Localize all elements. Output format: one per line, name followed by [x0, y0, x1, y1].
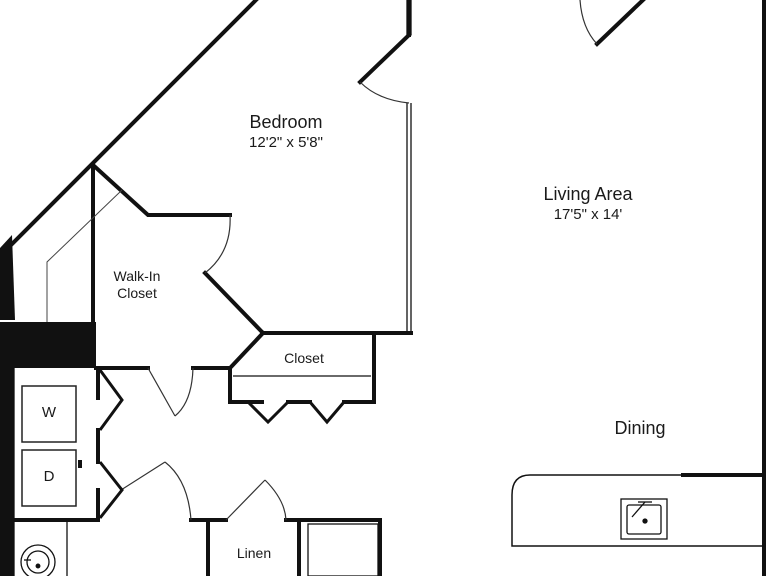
bifold-doors	[98, 369, 346, 519]
bathroom-sink-icon	[20, 544, 56, 576]
washer-box	[21, 385, 77, 443]
walkin-closet-label: Walk-In Closet	[92, 268, 182, 302]
dryer-vent	[78, 460, 82, 468]
wall-mass-strip	[0, 368, 14, 576]
washer-label: W	[41, 404, 57, 421]
linen-label: Linen	[236, 545, 272, 561]
bedroom-label: Bedroom 12'2" x 5'8"	[226, 112, 346, 152]
wall-mass-block	[0, 322, 96, 368]
kitchen-counter	[511, 474, 764, 547]
thin-walls	[13, 0, 412, 576]
walkin-shelf-line	[46, 189, 123, 322]
bedroom-size: 12'2" x 5'8"	[249, 133, 323, 151]
living-area-label: Living Area 17'5" x 14'	[518, 184, 658, 224]
dryer-label: D	[43, 468, 55, 485]
closet-label: Closet	[284, 350, 324, 366]
dryer-box	[21, 449, 77, 507]
living-area-name: Living Area	[543, 184, 633, 204]
bedroom-name: Bedroom	[249, 112, 323, 132]
walkin-line2: Closet	[117, 284, 157, 301]
wall-mass-left	[0, 235, 15, 320]
walkin-line1: Walk-In	[113, 268, 161, 284]
living-area-size: 17'5" x 14'	[553, 205, 623, 223]
walls	[9, 0, 766, 576]
dining-label: Dining	[614, 418, 666, 438]
kitchen-sink-icon	[620, 498, 668, 540]
door-swings	[120, 0, 598, 521]
